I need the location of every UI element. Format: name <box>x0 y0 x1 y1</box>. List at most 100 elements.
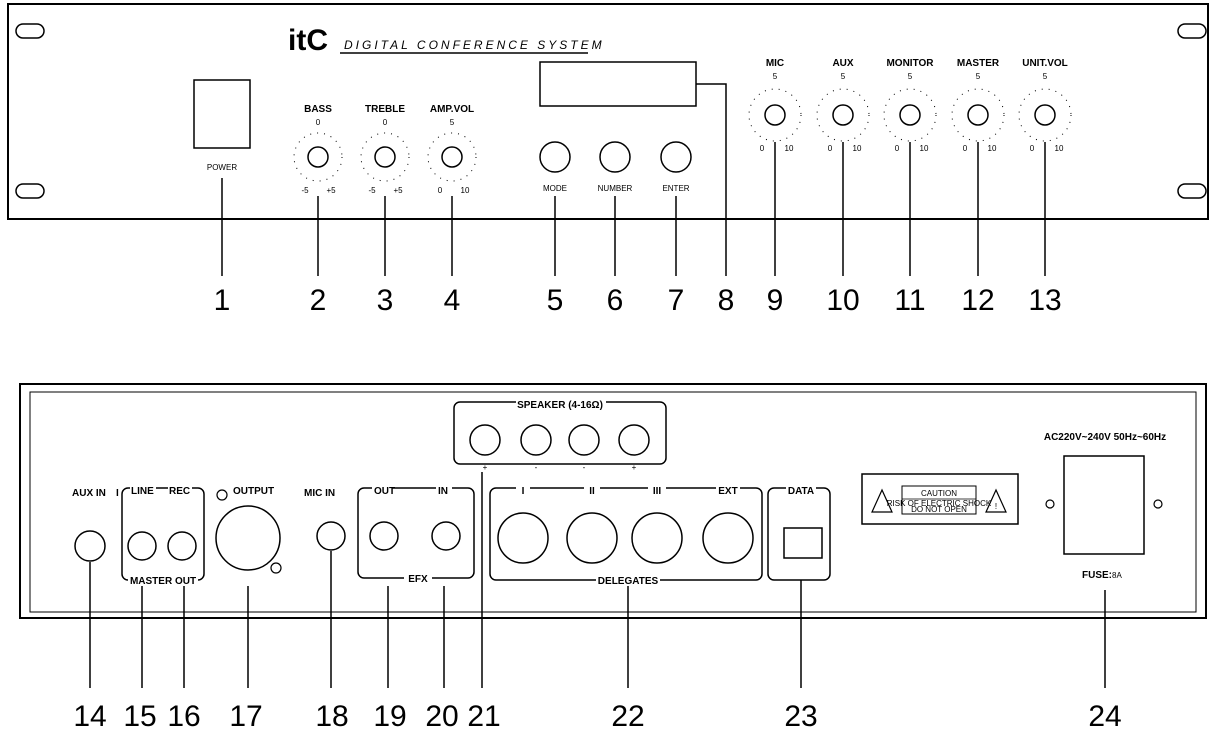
efx-out-jack[interactable] <box>369 521 399 551</box>
knob-scale-max: 10 <box>920 144 929 153</box>
front-panel-frame <box>7 3 1209 220</box>
knob-master[interactable]: MASTER 5 0 10 <box>951 58 1005 153</box>
aux-in-roman: I <box>116 488 119 499</box>
knob-dial[interactable] <box>764 104 786 126</box>
screw-hole <box>270 562 282 574</box>
knob-scale-max: 10 <box>1055 144 1064 153</box>
knob-mic[interactable]: MIC 5 0 10 <box>748 58 802 153</box>
knob-scale-top: 0 <box>316 118 321 127</box>
caution-text-box <box>901 485 977 515</box>
delegate-socket-3[interactable] <box>631 512 683 564</box>
enter-button[interactable] <box>660 141 692 173</box>
mic-in-jack[interactable] <box>316 521 346 551</box>
knob-dial[interactable] <box>374 146 396 168</box>
data-label: DATA <box>788 486 814 497</box>
callout-9: 9 <box>767 284 784 317</box>
fuse-label: FUSE: <box>1082 570 1112 581</box>
knob-scale-top: 5 <box>841 72 846 81</box>
rack-slot <box>15 23 45 39</box>
rear-callouts: 14 15 16 17 18 19 20 21 22 23 24 <box>73 700 1121 733</box>
line-out-jack[interactable] <box>127 531 157 561</box>
aux-in-jack[interactable] <box>74 530 106 562</box>
callout-3: 3 <box>377 284 394 317</box>
callout-13: 13 <box>1028 284 1061 317</box>
delegate-socket-2[interactable] <box>566 512 618 564</box>
knob-scale-top: 5 <box>908 72 913 81</box>
data-port[interactable] <box>783 527 823 559</box>
power-switch[interactable] <box>193 79 251 149</box>
rack-slot <box>1177 183 1207 199</box>
knob-dial[interactable] <box>899 104 921 126</box>
delegate-socket-ext[interactable] <box>702 512 754 564</box>
knob-scale-top: 5 <box>1043 72 1048 81</box>
knob-dial[interactable] <box>967 104 989 126</box>
rack-slot <box>1177 23 1207 39</box>
polarity-label: - <box>535 463 538 472</box>
delegate-port-label: EXT <box>718 486 737 497</box>
number-label: NUMBER <box>598 184 633 193</box>
efx-in-jack[interactable] <box>431 521 461 551</box>
knob-dial[interactable] <box>441 146 463 168</box>
knob-treble[interactable]: TREBLE 0 -5 +5 <box>360 104 410 195</box>
knob-label: BASS <box>304 104 332 115</box>
mode-label: MODE <box>543 184 567 193</box>
knob-tick-ring <box>951 88 1005 142</box>
knob-scale-top: 5 <box>976 72 981 81</box>
knob-label: MONITOR <box>886 58 934 69</box>
knob-scale-max: +5 <box>326 186 336 195</box>
enter-label: ENTER <box>662 184 689 193</box>
line-label: LINE <box>131 486 154 497</box>
knob-scale-min: -5 <box>368 186 376 195</box>
knob-scale-top: 0 <box>383 118 388 127</box>
efx-in-label: IN <box>438 486 448 497</box>
knob-dial[interactable] <box>1034 104 1056 126</box>
delegate-port-label: II <box>589 486 595 497</box>
button-enter[interactable]: ENTER <box>660 141 692 193</box>
knob-scale-top: 5 <box>773 72 778 81</box>
speaker-terminal[interactable] <box>520 424 552 456</box>
rear-panel-inner <box>29 391 1197 613</box>
efx-label: EFX <box>408 574 428 585</box>
power-inlet[interactable] <box>1063 455 1145 555</box>
number-button[interactable] <box>599 141 631 173</box>
knob-monitor[interactable]: MONITOR 5 0 10 <box>883 58 937 153</box>
knob-scale-max: 10 <box>988 144 997 153</box>
button-mode[interactable]: MODE <box>539 141 571 193</box>
aux-in-label: AUX IN <box>72 488 106 499</box>
knob-amp-vol[interactable]: AMP.VOL 5 0 10 <box>427 104 477 195</box>
rec-out-jack[interactable] <box>167 531 197 561</box>
lcd-display <box>539 61 697 107</box>
knob-dial[interactable] <box>307 146 329 168</box>
caution-line2: DO NOT OPEN <box>911 505 967 514</box>
knob-label: TREBLE <box>365 104 405 115</box>
exclamation-warning-icon <box>985 488 1007 513</box>
knob-tick-ring <box>1018 88 1072 142</box>
screw-hole <box>216 489 228 501</box>
knob-scale-max: 10 <box>853 144 862 153</box>
callout-1: 1 <box>214 284 231 317</box>
knob-aux[interactable]: AUX 5 0 10 <box>816 58 870 153</box>
knob-label: UNIT.VOL <box>1022 58 1068 69</box>
knob-unit-vol[interactable]: UNIT.VOL 5 0 10 <box>1018 58 1072 153</box>
knob-tick-ring <box>883 88 937 142</box>
speaker-terminal[interactable] <box>568 424 600 456</box>
button-number[interactable]: NUMBER <box>598 141 633 193</box>
knob-bass[interactable]: BASS 0 -5 +5 <box>293 104 343 195</box>
knob-dial[interactable] <box>832 104 854 126</box>
polarity-label: + <box>483 463 488 472</box>
callout-24: 24 <box>1088 700 1121 733</box>
output-xlr-socket[interactable] <box>215 505 281 571</box>
speaker-terminal[interactable] <box>469 424 501 456</box>
knob-tick-ring <box>816 88 870 142</box>
callout-18: 18 <box>315 700 348 733</box>
speaker-terminal[interactable] <box>618 424 650 456</box>
caution-plate <box>861 473 1019 525</box>
efx-out-label: OUT <box>374 486 395 497</box>
callout-5: 5 <box>547 284 564 317</box>
rack-slot <box>15 183 45 199</box>
mode-button[interactable] <box>539 141 571 173</box>
delegate-socket-1[interactable] <box>497 512 549 564</box>
exclamation-glyph: ! <box>995 502 997 511</box>
callout-8: 8 <box>718 284 735 317</box>
